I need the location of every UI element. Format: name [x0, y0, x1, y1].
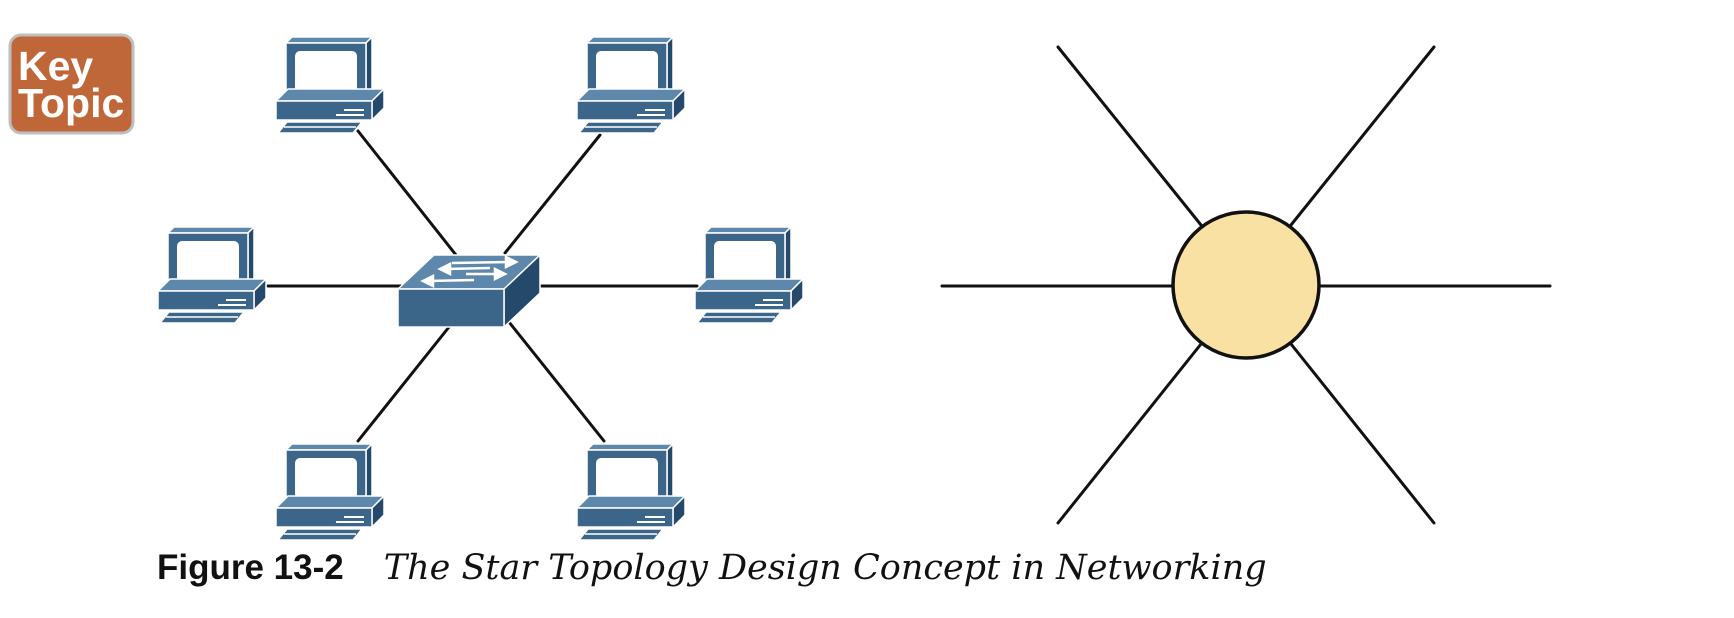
figure-caption: Figure 13-2 The Star Topology Design Con… — [157, 548, 1267, 598]
spoke-top-right — [1289, 45, 1436, 227]
spoke-bottom-left — [1056, 342, 1203, 525]
figure-number: Figure 13-2 — [157, 548, 344, 587]
key-topic-badge: Key Topic — [8, 33, 135, 135]
key-topic-badge-background — [8, 33, 135, 135]
figure-title: The Star Topology Design Concept in Netw… — [383, 548, 1267, 588]
key-topic-line1: Key — [18, 43, 93, 89]
switch-icon — [396, 253, 542, 329]
pc-icon-top-left — [275, 36, 387, 134]
abstract-star-topology — [940, 45, 1552, 525]
key-topic-line2: Topic — [18, 80, 124, 126]
link-bottom-right-pc — [507, 320, 606, 443]
star-center-node — [1171, 210, 1321, 360]
spoke-top-left — [1056, 45, 1203, 227]
pc-icon-right — [694, 226, 806, 324]
pc-icon-top-right — [576, 36, 688, 134]
link-bottom-left-pc — [356, 325, 451, 443]
link-top-left-pc — [356, 129, 458, 257]
spoke-bottom-right — [1289, 342, 1436, 525]
switch-links — [266, 129, 699, 443]
pc-icon-bottom-left — [275, 443, 387, 541]
pc-icon-bottom-right — [576, 443, 688, 541]
link-top-right-pc — [503, 133, 602, 255]
switch-star-topology — [157, 36, 806, 541]
pc-icon-left — [157, 226, 269, 324]
